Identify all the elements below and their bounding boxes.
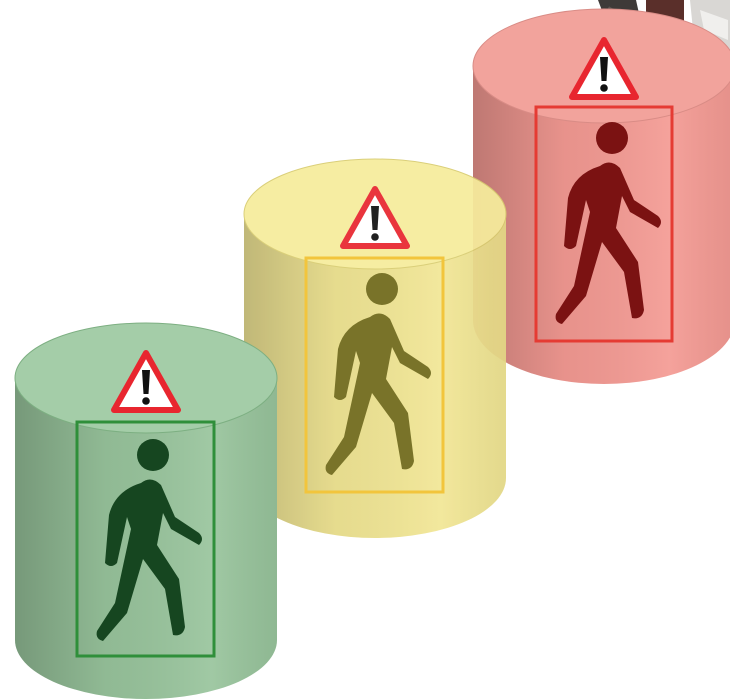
zone-green-low bbox=[15, 323, 277, 699]
zone-yellow-medium bbox=[244, 159, 506, 538]
zone-red-high bbox=[473, 9, 730, 384]
